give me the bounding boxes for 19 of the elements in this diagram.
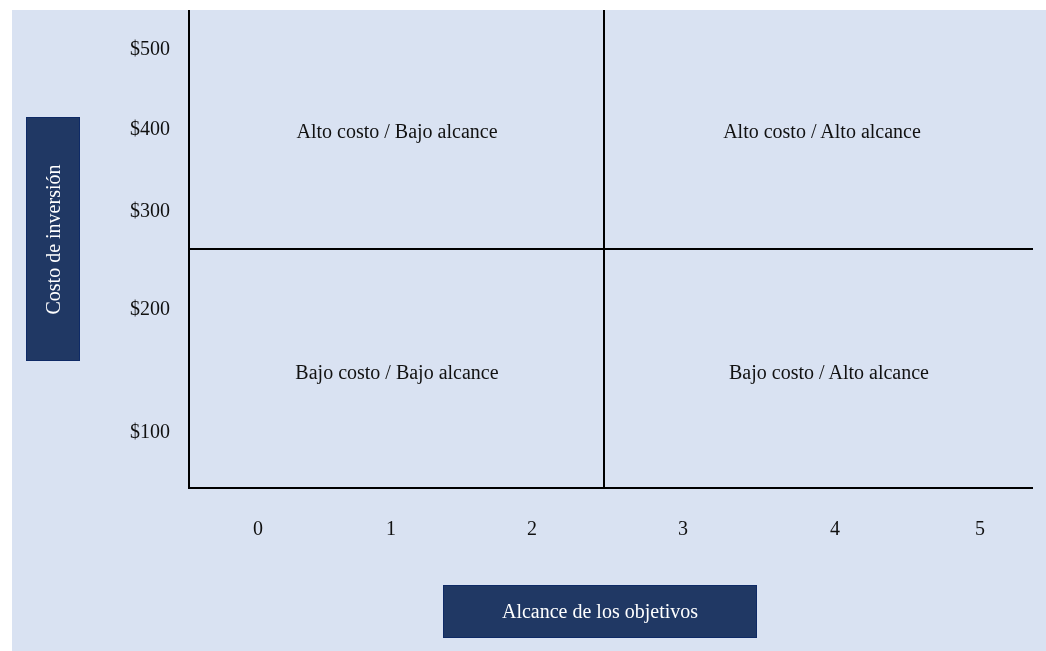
axis-title: Alcance de los objetivos — [501, 600, 699, 623]
axis-title: Costo de inversión — [41, 164, 65, 314]
quadrant-label: Alto costo / Alto alcance — [723, 119, 921, 143]
axis-tick-label: 0 — [253, 516, 263, 540]
axis-title-box — [443, 585, 757, 638]
axis-tick-label: 4 — [830, 516, 840, 540]
axis-tick-label: $400 — [130, 116, 170, 140]
quadrant-label: Bajo costo / Bajo alcance — [295, 360, 499, 384]
axis-tick-label: $100 — [130, 419, 170, 443]
axis-tick-label: 3 — [678, 516, 688, 540]
axis-tick-label: 5 — [975, 516, 985, 540]
axis-tick-label: $300 — [130, 198, 170, 222]
quadrant-label: Bajo costo / Alto alcance — [729, 360, 929, 384]
quadrant-label: Alto costo / Bajo alcance — [296, 119, 498, 143]
axis-tick-label: 1 — [386, 516, 396, 540]
axis-tick-label: $200 — [130, 296, 170, 320]
axis-title-box — [26, 117, 80, 361]
axis-tick-label: $500 — [130, 36, 170, 60]
axis-tick-label: 2 — [527, 516, 537, 540]
